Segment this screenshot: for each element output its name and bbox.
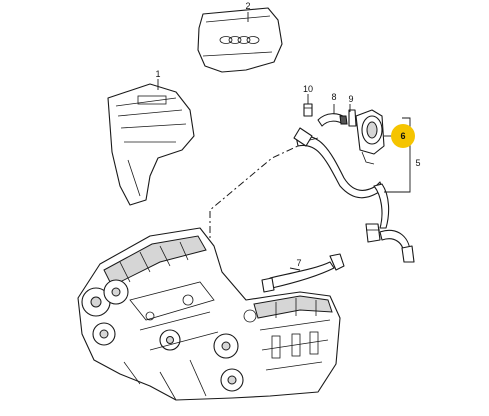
breather-hose-lower <box>365 183 415 263</box>
callout-10: 10 <box>303 84 313 94</box>
callout-8: 8 <box>331 92 336 102</box>
engine-cover-side <box>107 83 195 206</box>
callout-1: 1 <box>155 69 160 79</box>
callout-9: 9 <box>348 94 353 104</box>
connector-9 <box>348 109 357 127</box>
callout-5: 5 <box>415 158 420 168</box>
four-rings-logo <box>219 36 260 44</box>
callout-2: 2 <box>245 1 250 11</box>
callout-6-highlight <box>391 124 415 148</box>
oil-separator-6 <box>355 109 385 165</box>
engine-block <box>77 227 341 401</box>
callout-6: 6 <box>400 131 405 141</box>
hose-7 <box>261 253 345 293</box>
engine-cover-upper <box>197 7 283 73</box>
hose-8 <box>317 113 348 127</box>
callout-7: 7 <box>296 258 301 268</box>
connector-10 <box>303 103 313 117</box>
